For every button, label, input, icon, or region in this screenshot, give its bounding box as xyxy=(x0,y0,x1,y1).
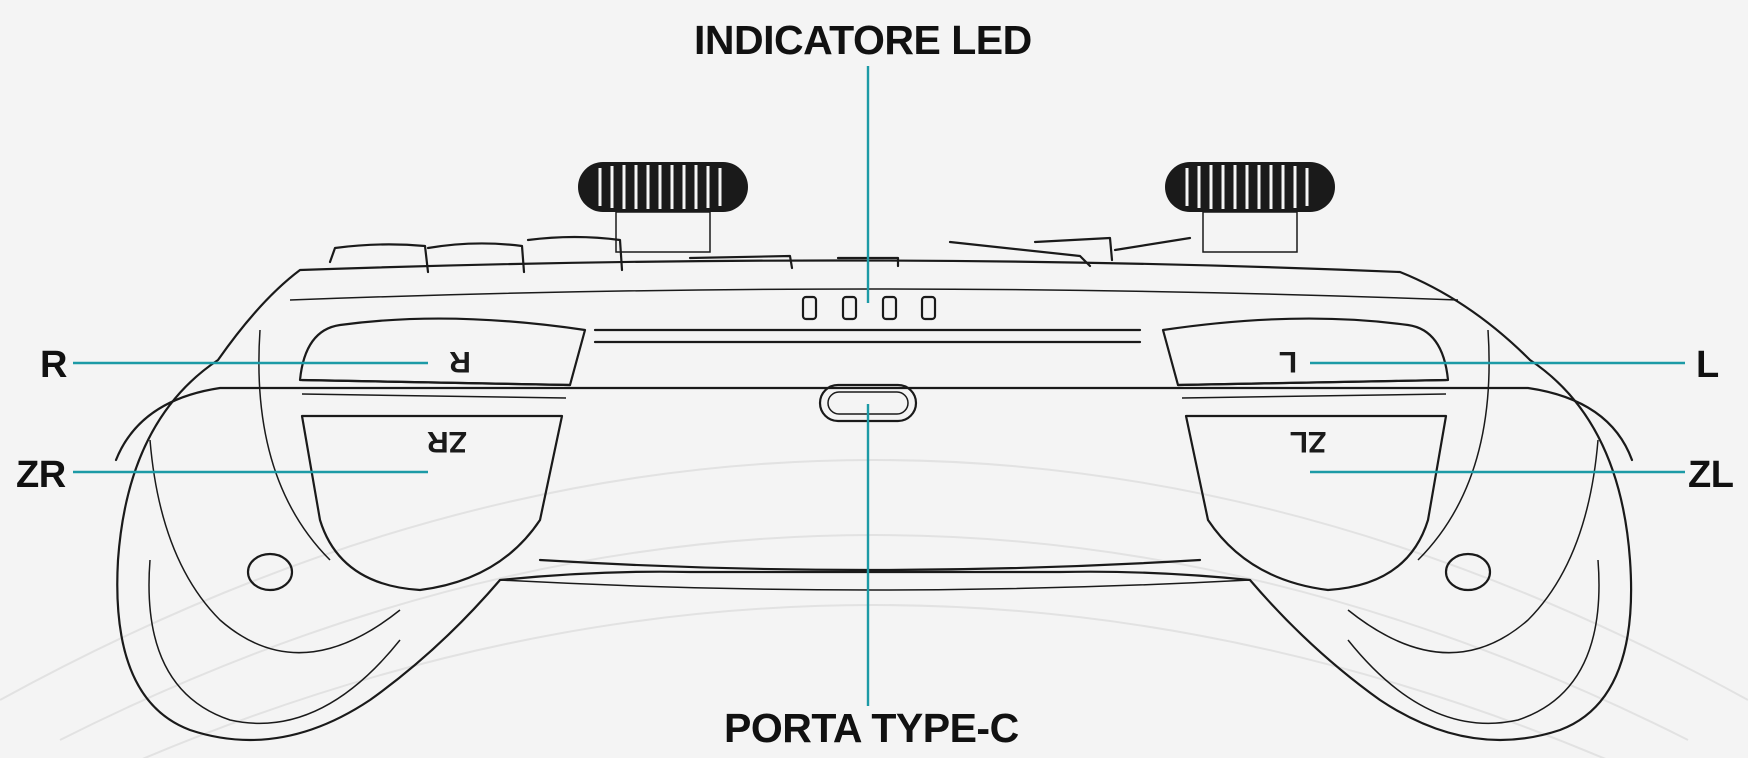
top-buttons xyxy=(328,235,1192,274)
right-thumbstick xyxy=(578,162,748,253)
r-button-mark: R xyxy=(449,345,471,378)
zr-button-label: ZR xyxy=(16,454,66,496)
right-screw-hole xyxy=(246,552,294,592)
leader-lines xyxy=(73,66,1685,706)
led-3 xyxy=(881,295,898,321)
center-panel xyxy=(499,328,1251,591)
zl-button-shape xyxy=(1184,414,1448,592)
l-button-shape xyxy=(1161,317,1450,387)
led-indicator-label: INDICATORE LED xyxy=(694,17,1032,63)
l-button-mark: L xyxy=(1279,345,1297,378)
led-indicators xyxy=(801,295,937,321)
r-button-shape xyxy=(298,317,587,387)
zr-button-mark: ZR xyxy=(427,425,467,458)
r-button-label: R xyxy=(40,344,67,386)
left-thumbstick xyxy=(1165,162,1335,253)
left-screw-hole xyxy=(1444,552,1492,592)
zl-button-label: ZL xyxy=(1688,454,1734,496)
controller-body xyxy=(114,259,1634,742)
zl-button-mark: ZL xyxy=(1290,425,1327,458)
type-c-port-label: PORTA TYPE-C xyxy=(724,705,1019,751)
led-1 xyxy=(801,295,818,321)
right-shoulder-group: R ZR xyxy=(258,317,587,592)
l-button-label: L xyxy=(1696,344,1719,386)
led-4 xyxy=(920,295,937,321)
left-shoulder-group: L ZL xyxy=(1161,317,1490,592)
zr-button-shape xyxy=(300,414,564,592)
led-2 xyxy=(841,295,858,321)
